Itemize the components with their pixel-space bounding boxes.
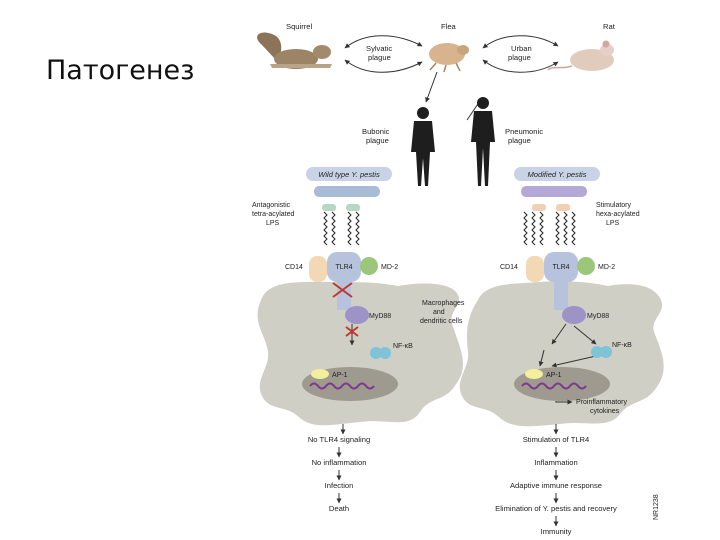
figure-side-code: NR1238	[653, 494, 660, 520]
svg-text:and: and	[433, 309, 445, 316]
rat-illustration	[547, 40, 614, 71]
svg-text:Bubonic: Bubonic	[362, 127, 390, 136]
right-lps-label-2: hexa-acylated	[596, 211, 640, 218]
left-myd88-label: MyD88	[369, 313, 391, 320]
right-lps-label-3: LPS	[606, 220, 620, 227]
right-md2-label: MD-2	[598, 264, 615, 271]
right-cytokines-label-2: cytokines	[590, 408, 620, 415]
svg-text:Pneumonic: Pneumonic	[505, 127, 543, 136]
right-lps-label-1: Stimulatory	[596, 202, 632, 209]
squirrel-label: Squirrel	[286, 22, 312, 31]
right-outcome-flow: Stimulation of TLR4 Inflammation Adaptiv…	[495, 424, 617, 536]
slide-title: Патогенез	[46, 55, 195, 86]
left-lps-chains	[322, 204, 360, 246]
rat-label: Rat	[603, 22, 616, 31]
right-cytokines-label-1: Proinflammatory	[576, 399, 627, 406]
flea-illustration	[429, 43, 469, 73]
svg-text:Flea: Flea	[441, 22, 457, 31]
right-ap1	[525, 369, 543, 379]
cells-label: Macrophages and dendritic cells	[420, 300, 465, 325]
right-cd14-label: CD14	[500, 264, 518, 271]
sylvatic-label-1: Sylvatic	[366, 44, 392, 53]
right-flow-5: Immunity	[541, 527, 572, 536]
right-tlr4	[544, 252, 578, 282]
right-nfkb-b	[600, 346, 612, 358]
pneumonic-label: Pneumonic plague	[505, 127, 543, 145]
right-nfkb-label: NF-κB	[612, 342, 632, 349]
right-flow-4: Elimination of Y. pestis and recovery	[495, 504, 617, 513]
right-myd88-label: MyD88	[587, 313, 609, 320]
right-tlr4-label: TLR4	[552, 264, 569, 271]
right-flow-2: Inflammation	[534, 458, 577, 467]
human-silhouette-bubonic	[411, 107, 435, 186]
sylvatic-cycle-arrows: Sylvatic plague	[344, 35, 423, 73]
left-flow-3: Infection	[325, 481, 354, 490]
left-nfkb-label: NF-κB	[393, 343, 413, 350]
left-ap1	[311, 369, 329, 379]
right-myd88	[562, 306, 586, 324]
right-strain-label: Modified Y. pestis	[527, 170, 586, 179]
left-strain-box	[306, 167, 392, 181]
right-md2	[577, 257, 595, 275]
right-strain-box	[514, 167, 600, 181]
urban-label-1: Urban	[511, 44, 532, 53]
left-flow-1: No TLR4 signaling	[308, 435, 370, 444]
left-md2-label: MD-2	[381, 264, 398, 271]
left-md2	[360, 257, 378, 275]
left-tlr4	[327, 252, 361, 282]
left-lps-label-2: tetra-acylated	[252, 211, 295, 218]
left-lps-label-3: LPS	[266, 220, 280, 227]
svg-text:plague: plague	[366, 136, 389, 145]
left-cd14	[309, 256, 327, 282]
flea-label: Flea	[441, 22, 457, 31]
left-block-mark-1	[332, 282, 353, 298]
left-strain-label: Wild type Y. pestis	[318, 170, 380, 179]
bubonic-label: Bubonic plague	[362, 127, 390, 145]
left-flow-2: No inflammation	[312, 458, 367, 467]
left-panel: Wild type Y. pestis Antagonistic tetra-a…	[252, 167, 464, 426]
svg-text:plague: plague	[508, 136, 531, 145]
left-myd88	[345, 306, 369, 324]
left-lps-label-1: Antagonistic	[252, 202, 291, 209]
sylvatic-label-2: plague	[368, 53, 391, 62]
right-lps-chains	[523, 204, 576, 246]
left-nfkb-a	[370, 347, 382, 359]
left-cd14-label: CD14	[285, 264, 303, 271]
squirrel-illustration	[257, 32, 332, 69]
right-ap1-label: AP-1	[546, 372, 562, 379]
left-bacterial-membrane	[314, 186, 380, 197]
svg-text:Squirrel: Squirrel	[286, 22, 312, 31]
urban-cycle-arrows: Urban plague	[482, 35, 559, 73]
right-cd14	[526, 256, 544, 282]
right-nfkb-a	[591, 346, 603, 358]
left-nfkb-b	[379, 347, 391, 359]
left-dna	[309, 382, 375, 390]
right-macrophage-cell	[459, 281, 664, 427]
human-silhouette-pneumonic	[471, 97, 495, 186]
left-ap1-label: AP-1	[332, 372, 348, 379]
right-panel: Modified Y. pestis Stimulatory hexa-acyl…	[459, 167, 664, 427]
right-bacterial-membrane	[521, 186, 587, 197]
left-block-mark-2	[345, 326, 359, 337]
left-outcome-flow: No TLR4 signaling No inflammation Infect…	[308, 424, 370, 513]
right-flow-3: Adaptive immune response	[510, 481, 602, 490]
svg-text:dendritic cells: dendritic cells	[420, 318, 463, 325]
left-flow-4: Death	[329, 504, 349, 513]
svg-text:Rat: Rat	[603, 22, 616, 31]
svg-text:Macrophages: Macrophages	[422, 300, 465, 307]
left-tlr4-label: TLR4	[335, 264, 352, 271]
right-flow-1: Stimulation of TLR4	[523, 435, 590, 444]
right-dna	[521, 382, 587, 390]
urban-label-2: plague	[508, 53, 531, 62]
